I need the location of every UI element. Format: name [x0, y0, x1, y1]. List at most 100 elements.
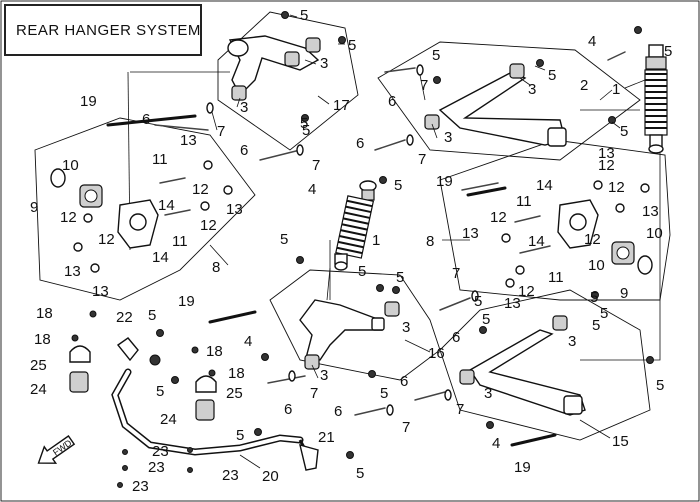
callout-7: 7 — [456, 401, 464, 418]
callout-3: 3 — [528, 81, 536, 98]
callout-12: 12 — [192, 181, 209, 198]
callout-18: 18 — [228, 365, 245, 382]
diagram-title: REAR HANGER SYSTEM — [16, 22, 201, 39]
callout-12: 12 — [584, 231, 601, 248]
callout-6: 6 — [334, 403, 342, 420]
callout-3: 3 — [320, 55, 328, 72]
callout-7: 7 — [310, 385, 318, 402]
callout-5: 5 — [394, 177, 402, 194]
rear-shock-center — [334, 180, 377, 271]
callout-13: 13 — [92, 283, 109, 300]
callout-5: 5 — [656, 377, 664, 394]
callout-17: 17 — [333, 97, 350, 114]
callout-18: 18 — [34, 331, 51, 348]
callout-3: 3 — [444, 129, 452, 146]
knuckle-left — [50, 168, 159, 249]
callout-7: 7 — [418, 151, 426, 168]
callout-24: 24 — [30, 381, 47, 398]
callout-16: 16 — [428, 345, 445, 362]
callout-19: 19 — [436, 173, 453, 190]
callout-7: 7 — [312, 157, 320, 174]
callout-9: 9 — [30, 199, 38, 216]
callout-5: 5 — [348, 37, 356, 54]
callout-19: 19 — [514, 459, 531, 476]
callout-11: 11 — [548, 269, 564, 286]
callout-12: 12 — [518, 283, 535, 300]
rear-shock-right — [644, 44, 668, 154]
callout-14: 14 — [528, 233, 545, 250]
bushings-24 — [69, 371, 215, 421]
callout-5: 5 — [148, 307, 156, 324]
callout-6: 6 — [240, 142, 248, 159]
callout-5: 5 — [302, 122, 310, 139]
callout-6: 6 — [400, 373, 408, 390]
callout-20: 20 — [262, 468, 279, 485]
fwd-arrow-icon: FWD — [37, 435, 76, 464]
callout-5: 5 — [300, 115, 308, 132]
callout-4: 4 — [244, 333, 252, 350]
callout-19: 19 — [178, 293, 195, 310]
callout-13: 13 — [598, 145, 615, 162]
upper-a-arm-2 — [424, 63, 567, 147]
callout-5: 5 — [482, 311, 490, 328]
callout-25: 25 — [30, 357, 47, 374]
callout-5: 5 — [600, 305, 608, 322]
callout-5: 5 — [280, 231, 288, 248]
knuckle-right — [557, 199, 653, 275]
callout-11: 11 — [172, 233, 188, 250]
callout-4: 4 — [492, 435, 500, 452]
callout-12: 12 — [608, 179, 625, 196]
callout-23: 23 — [222, 467, 239, 484]
callout-5: 5 — [664, 43, 672, 60]
callout-5: 5 — [620, 123, 628, 140]
title-box: REAR HANGER SYSTEM — [4, 4, 202, 56]
callout-5: 5 — [358, 263, 366, 280]
callout-12: 12 — [60, 209, 77, 226]
callout-7: 7 — [402, 419, 410, 436]
callout-5: 5 — [474, 293, 482, 310]
callout-23: 23 — [132, 478, 149, 495]
callout-5: 5 — [156, 383, 164, 400]
callout-6: 6 — [452, 329, 460, 346]
callout-19: 19 — [80, 93, 97, 110]
callout-18: 18 — [36, 305, 53, 322]
callout-5: 5 — [592, 317, 600, 334]
callout-9: 9 — [620, 285, 628, 302]
link-21 — [299, 444, 319, 471]
callout-5: 5 — [380, 385, 388, 402]
callout-11: 11 — [516, 193, 532, 210]
callout-3: 3 — [240, 99, 248, 116]
callout-6: 6 — [284, 401, 292, 418]
callout-6: 6 — [142, 111, 150, 128]
callout-5: 5 — [356, 465, 364, 482]
callout-3: 3 — [320, 367, 328, 384]
boundary-2 — [377, 41, 641, 161]
callout-7: 7 — [217, 123, 225, 140]
nuts-washers — [71, 11, 654, 488]
callout-14: 14 — [152, 249, 169, 266]
callout-5: 5 — [236, 427, 244, 444]
callout-21: 21 — [318, 429, 335, 446]
callout-12: 12 — [490, 209, 507, 226]
boundary-17 — [217, 11, 359, 151]
callout-11: 11 — [152, 151, 168, 168]
bolts — [106, 51, 626, 447]
leader-lines — [209, 14, 646, 469]
callout-6: 6 — [388, 93, 396, 110]
callout-13: 13 — [64, 263, 81, 280]
callout-1: 1 — [372, 232, 380, 249]
callout-25: 25 — [226, 385, 243, 402]
callout-13: 13 — [180, 132, 197, 149]
callout-5: 5 — [396, 269, 404, 286]
callout-3: 3 — [568, 333, 576, 350]
link-22 — [116, 337, 161, 366]
callout-7: 7 — [420, 77, 428, 94]
callout-13: 13 — [462, 225, 479, 242]
callout-15: 15 — [612, 433, 629, 450]
lower-a-arm-15 — [459, 315, 586, 416]
callout-10: 10 — [62, 157, 79, 174]
callout-24: 24 — [160, 411, 177, 428]
callout-23: 23 — [148, 459, 165, 476]
